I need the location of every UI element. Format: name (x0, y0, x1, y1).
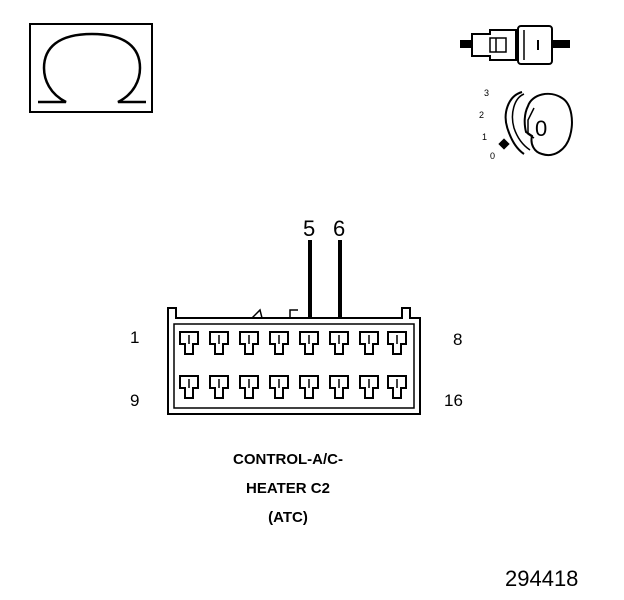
ignition-key-icon (498, 91, 573, 156)
connector-c2-face (167, 240, 421, 415)
ignition-position-1: 1 (482, 132, 488, 142)
pin-label-16: 16 (444, 391, 463, 410)
pin-label-9: 9 (130, 391, 140, 410)
ignition-position-3: 3 (484, 88, 490, 98)
pin-label-8: 8 (453, 330, 463, 349)
ohmmeter-symbol-icon (29, 23, 153, 113)
probe-pin-label-5: 5 (303, 216, 316, 241)
probe-pin-label-6: 6 (333, 216, 346, 241)
ignition-key-label: 0 (535, 116, 548, 141)
connector-caption-line-3: (ATC) (268, 509, 308, 526)
pin-label-1: 1 (130, 328, 140, 347)
connector-plug-icon (460, 25, 570, 65)
connector-caption-line-1: CONTROL-A/C- (233, 451, 343, 468)
ignition-position-0: 0 (490, 151, 496, 161)
ignition-position-2: 2 (479, 110, 485, 120)
connector-caption-line-2: HEATER C2 (246, 480, 330, 497)
figure-number: 294418 (505, 566, 579, 591)
